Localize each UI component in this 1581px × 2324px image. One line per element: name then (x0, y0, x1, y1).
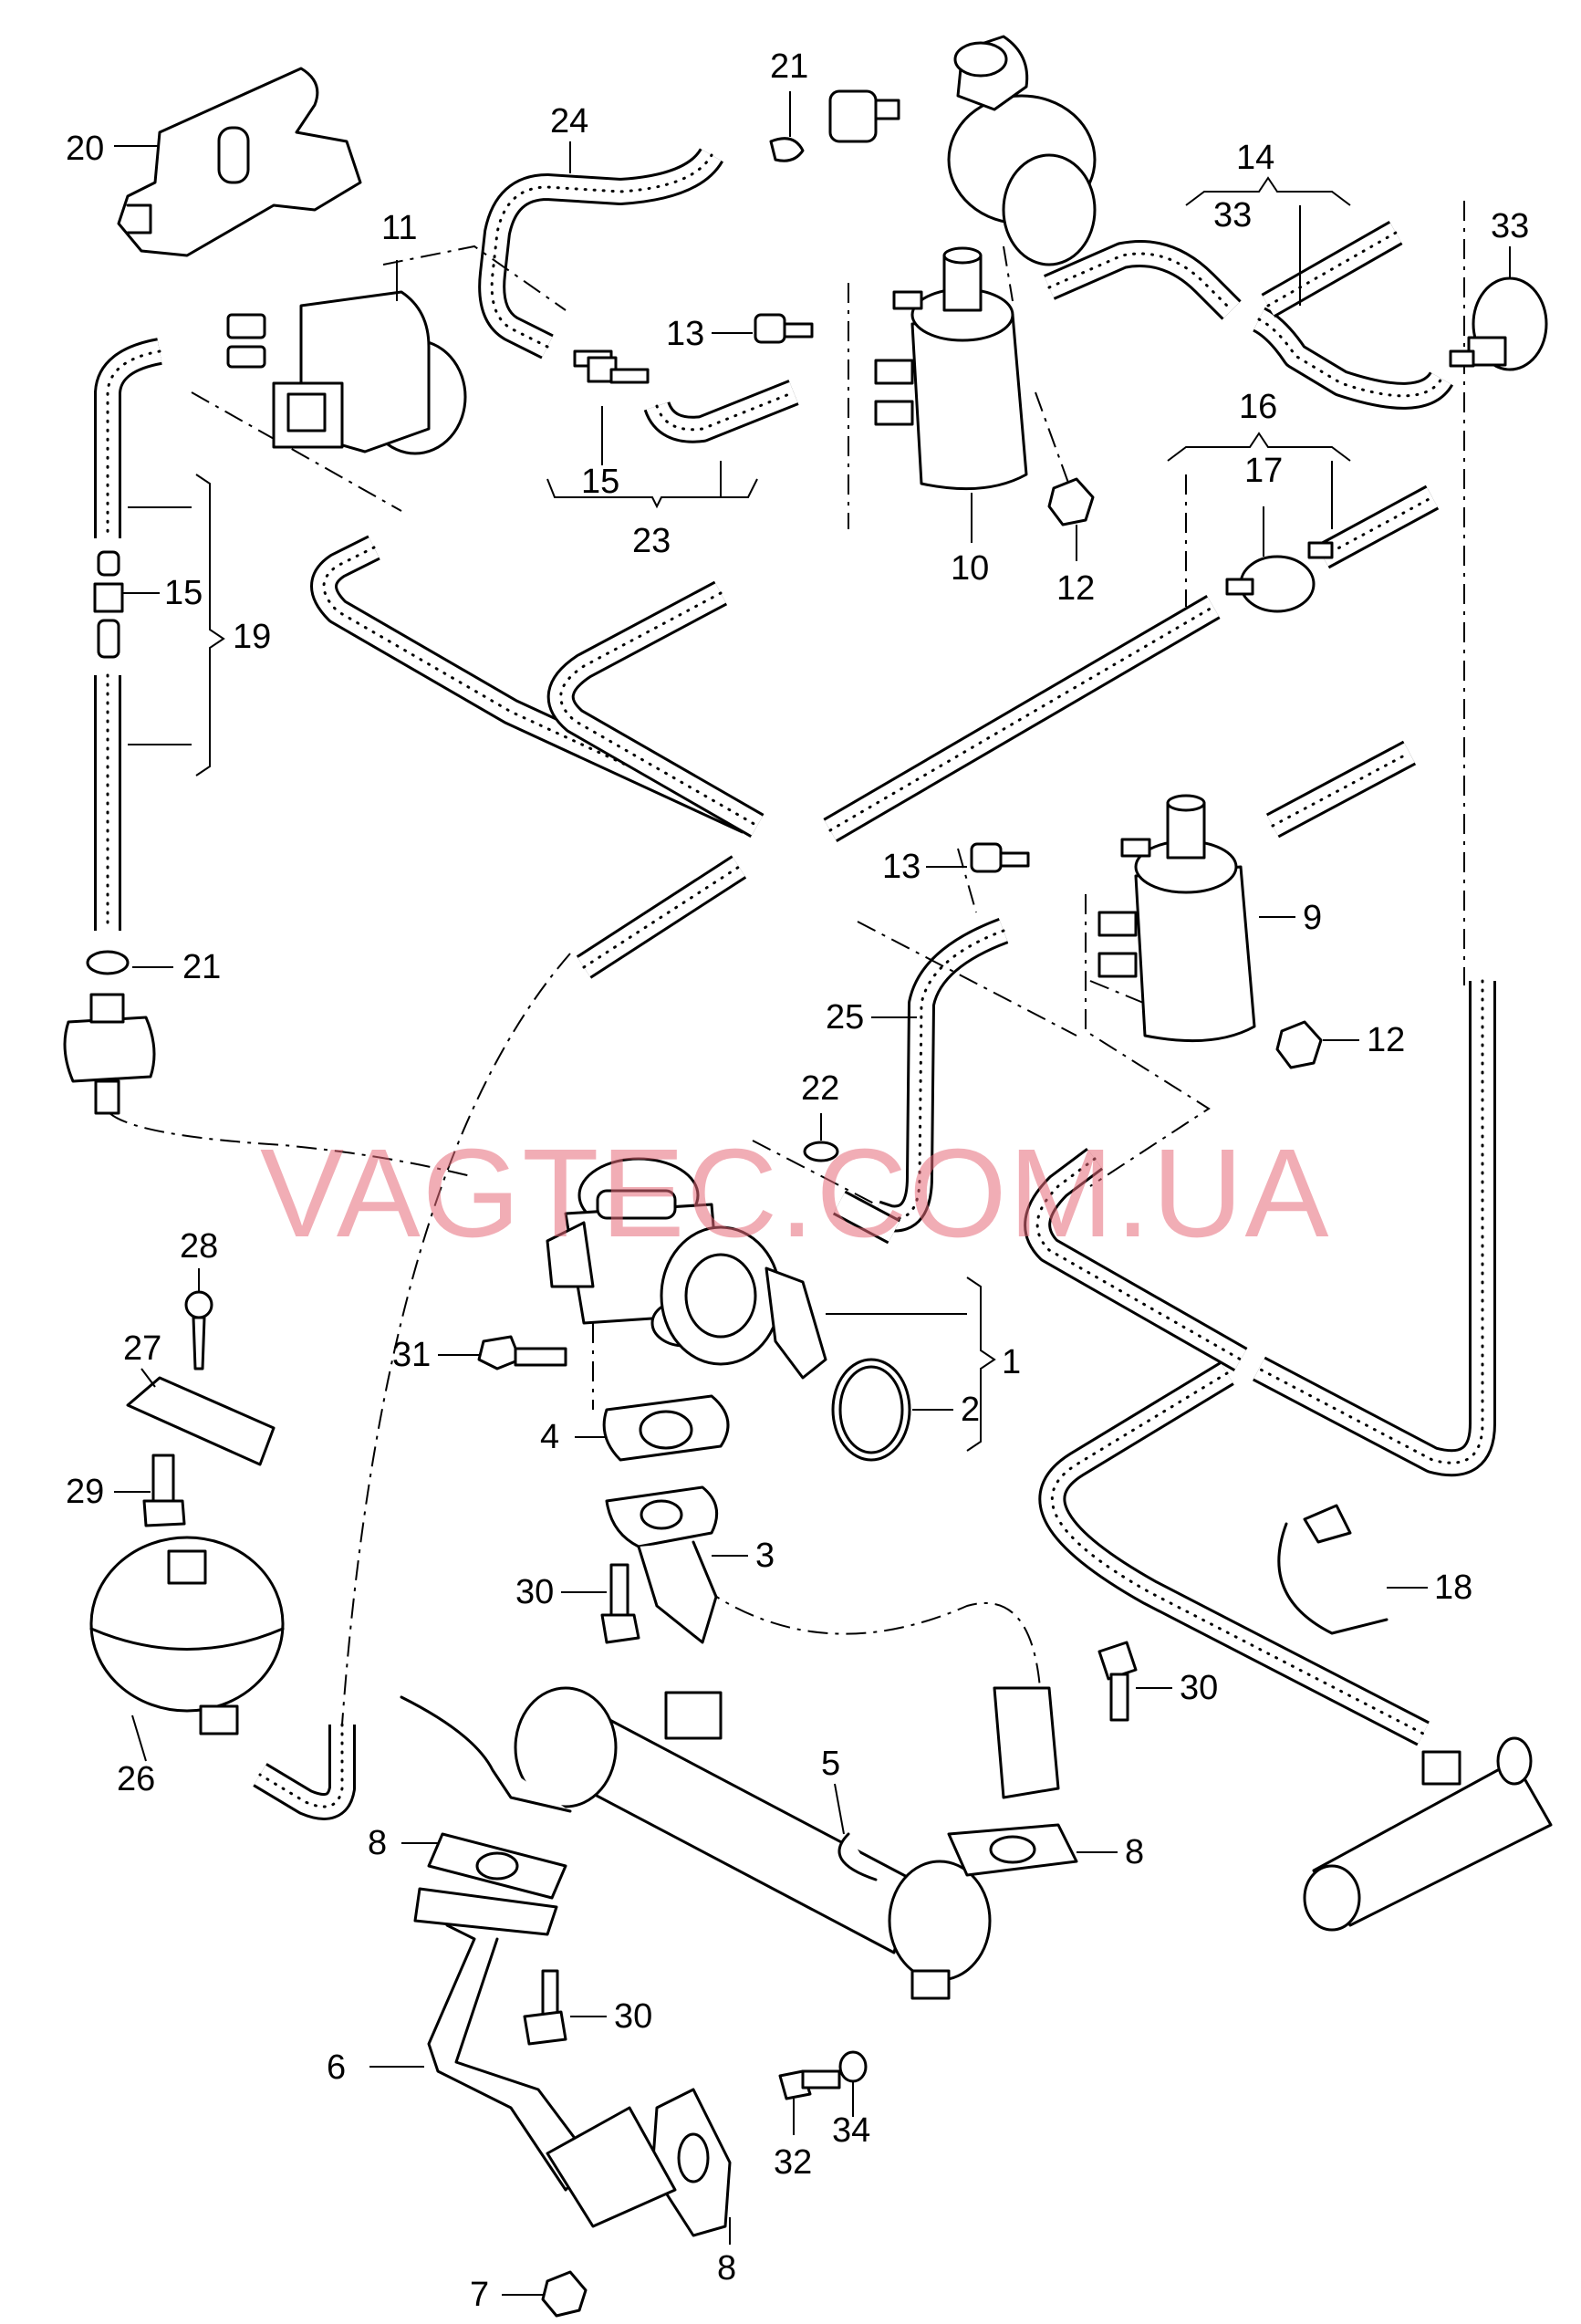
callout-10: 10 (951, 549, 989, 588)
bolt-30-upper-left (600, 1563, 640, 1644)
bracket-27 (126, 1376, 276, 1466)
callout-8-right: 8 (1125, 1833, 1144, 1871)
callout-24: 24 (550, 102, 588, 141)
callout-21-left: 21 (182, 948, 221, 986)
callout-13-top: 13 (666, 315, 704, 353)
callout-23: 23 (632, 522, 671, 560)
callout-30-lower: 30 (614, 1997, 652, 2036)
clamp-22 (803, 1141, 839, 1162)
callout-18: 18 (1434, 1568, 1472, 1607)
callout-15-left: 15 (164, 574, 203, 612)
callout-33-left: 33 (1213, 196, 1252, 234)
callout-25: 25 (826, 998, 864, 1037)
callout-14: 14 (1236, 139, 1274, 177)
callout-30-upper-right: 30 (1180, 1669, 1218, 1707)
pressure-converter-9 (1097, 794, 1256, 1043)
callout-2: 2 (961, 1391, 980, 1429)
leader-lines (114, 91, 1511, 2296)
callout-12-lower: 12 (1367, 1021, 1405, 1059)
callout-27: 27 (123, 1329, 161, 1368)
callout-29: 29 (66, 1473, 104, 1511)
nut-7 (541, 2270, 588, 2318)
callout-numbers: 20 11 24 21 13 15 23 10 12 14 33 33 16 1… (66, 47, 1529, 2314)
watermark-text: VAGTEC.COM.UA (260, 1123, 1331, 1264)
gasket-8-left (427, 1832, 567, 1900)
callout-32: 32 (774, 2143, 812, 2182)
vacuum-hoses (94, 147, 1496, 1820)
callout-17: 17 (1244, 452, 1283, 490)
callout-4: 4 (540, 1418, 559, 1456)
nut-12-top (1047, 477, 1095, 526)
bolt-31 (477, 1335, 567, 1370)
connector-15-top (573, 349, 650, 384)
pipe-6 (427, 1923, 677, 2228)
vacuum-unit-top (769, 89, 900, 162)
callout-20: 20 (66, 130, 104, 168)
clamp-21 (86, 950, 130, 975)
connector-13-top (754, 313, 814, 344)
callout-5: 5 (821, 1745, 840, 1783)
callout-8-bottom: 8 (717, 2249, 736, 2288)
callout-26: 26 (117, 1760, 155, 1798)
screw-28 (184, 1290, 213, 1370)
callout-3: 3 (755, 1537, 775, 1575)
callout-8-left: 8 (368, 1824, 387, 1862)
solenoid-valve-11 (226, 290, 467, 455)
t-fitting (1303, 1736, 1553, 1932)
callout-21-top: 21 (770, 47, 808, 86)
connector-13-lower (970, 842, 1030, 873)
callout-28: 28 (180, 1227, 218, 1266)
callout-15-top: 15 (581, 463, 619, 501)
callout-22: 22 (801, 1069, 839, 1108)
hose-clip-18 (1277, 1504, 1389, 1635)
callout-31: 31 (392, 1336, 431, 1374)
callout-7: 7 (470, 2276, 489, 2314)
vacuum-reservoir-26 (89, 1536, 285, 1735)
callout-12-top: 12 (1056, 569, 1095, 608)
turbocharger (947, 35, 1097, 266)
vacuum-unit-left (63, 993, 156, 1115)
flange-6-upper (413, 1887, 558, 1936)
connector-15-left (93, 550, 124, 659)
bracket-20 (117, 67, 362, 257)
callout-11: 11 (381, 209, 417, 247)
egr-valve-1 (546, 1157, 827, 1380)
callout-19: 19 (233, 618, 271, 656)
bolt-30-lower (523, 1969, 567, 2046)
callout-13-lower: 13 (882, 848, 921, 886)
callout-33-right: 33 (1491, 207, 1529, 245)
pipe-upper-right (993, 1686, 1060, 1799)
assembly-lines (109, 201, 1465, 1725)
o-ring-2 (831, 1358, 911, 1462)
bolt-30-upper-right (1097, 1641, 1138, 1722)
pressure-converter-10 (874, 246, 1028, 491)
callout-30-left: 30 (515, 1573, 554, 1611)
pipe-3 (605, 1485, 719, 1644)
gasket-8-right (947, 1823, 1078, 1877)
filter-17 (1225, 541, 1334, 613)
bolt-32 (778, 2069, 841, 2100)
gasket-8-bottom (650, 2088, 732, 2237)
filter-33 (1449, 276, 1548, 371)
callout-1: 1 (1002, 1343, 1021, 1381)
callout-16: 16 (1239, 388, 1277, 426)
callout-6: 6 (327, 2048, 346, 2087)
callout-34: 34 (832, 2111, 870, 2150)
bolt-29 (142, 1454, 186, 1527)
egr-cooler-5 (400, 1686, 992, 2000)
callout-9: 9 (1303, 899, 1322, 937)
gasket-4 (602, 1394, 730, 1462)
washer-34 (838, 2050, 868, 2083)
nut-12-lower (1275, 1020, 1323, 1069)
